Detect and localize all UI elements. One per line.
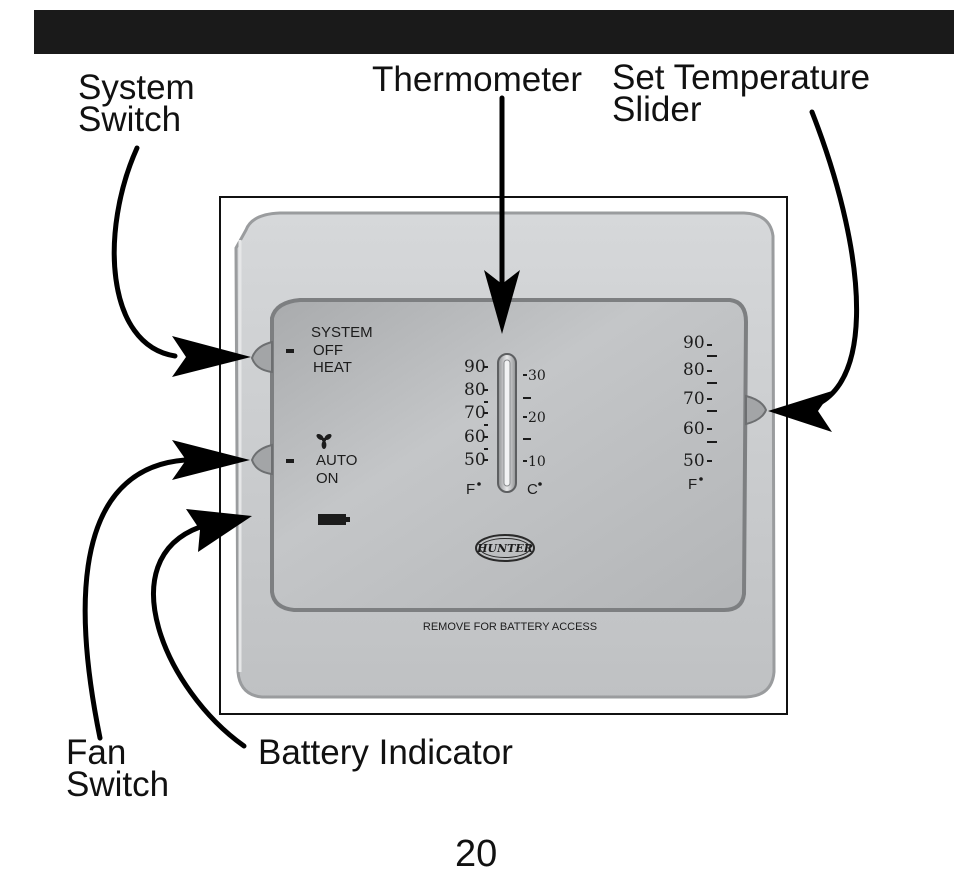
thermo-c-degree-mark [538,482,542,486]
thermo-f-tick-label: 60 [464,427,486,447]
fan-switch-arrow [82,457,188,741]
system-switch-knob[interactable] [250,340,273,374]
thermo-c-tick [523,397,531,399]
slider-tick [707,441,717,443]
slider-unit: F [688,476,697,493]
thermometer-celsius-scale: 30 20 10 C [523,368,546,498]
system-switch-arrowhead [172,336,251,377]
fan-switch-arrowhead [172,440,250,480]
thermo-f-tick [484,459,488,461]
thermo-f-tick [484,401,488,403]
fan-switch-knob[interactable] [250,443,273,476]
thermo-f-unit: F [466,481,475,498]
system-switch-arrow [111,145,178,359]
thermo-f-tick-label: 70 [464,403,486,423]
slider-tick [707,382,717,384]
slider-tick-label: 70 [683,389,705,409]
set-temperature-slider-arrow [787,109,859,413]
thermometer-fahrenheit-scale: 90 80 70 60 50 F [464,357,488,498]
battery-indicator-arrowhead [186,509,252,552]
set-temperature-slider-knob[interactable] [745,394,768,426]
slider-tick [707,460,712,462]
thermo-c-tick-label: 10 [528,454,546,470]
thermo-f-tick [484,448,488,450]
fan-switch-callout: Fan Switch [66,733,170,804]
thermo-c-tick [523,460,527,462]
system-switch-callout: System Switch [78,68,195,139]
thermo-c-tick [523,438,531,440]
thermo-c-tick [523,374,527,376]
slider-arrowhead [768,391,832,432]
slider-tick [707,370,712,372]
system-switch-callout-line2: Switch [78,100,182,139]
hunter-logo: HUNTER [475,534,535,562]
thermo-f-tick [484,412,488,414]
slider-callout-line2: Slider [612,90,702,129]
system-option-off: OFF [313,342,343,359]
thermo-f-tick-label: 50 [464,450,486,470]
battery-access-text: REMOVE FOR BATTERY ACCESS [423,621,597,633]
battery-indicator-callout: Battery Indicator [258,733,513,772]
fan-switch-callout-line2: Switch [66,765,170,804]
slider-tick [707,355,717,357]
callout-arrowheads [172,270,832,552]
slider-tick-label: 90 [683,333,705,353]
set-temperature-slider-callout: Set Temperature Slider [612,58,871,129]
system-switch-position-mark [286,349,294,353]
thermo-f-tick-label: 80 [464,380,486,400]
thermometer-bore [503,359,511,487]
thermo-c-tick-label: 20 [528,410,546,426]
fan-icon [316,433,332,449]
thermo-c-tick-label: 30 [528,368,546,384]
thermo-f-tick [484,424,488,426]
slider-tick-label: 80 [683,360,705,380]
thermo-c-tick [523,416,527,418]
thermo-f-tick-label: 90 [464,357,486,377]
thermometer-arrowhead [484,270,520,334]
slider-tick [707,410,717,412]
page-number: 20 [455,833,498,875]
slider-tick-label: 50 [683,451,705,471]
thermometer-callout: Thermometer [372,60,583,99]
fan-switch-position-mark [286,459,294,463]
thermo-f-degree-mark [477,482,481,486]
brand-text: HUNTER [476,542,533,555]
thermo-f-tick [484,436,488,438]
system-label: SYSTEM [311,324,373,341]
slider-tick [707,428,712,430]
slider-tick-label: 60 [683,419,705,439]
header-bar [34,10,954,54]
fan-switch-callout-line1: Fan [66,733,127,772]
slider-callout-line1: Set Temperature [612,58,871,97]
thermo-f-tick [484,366,488,368]
battery-icon [318,514,350,525]
slider-degree-mark [699,477,703,481]
thermo-c-unit: C [527,481,538,498]
system-option-heat: HEAT [313,359,352,376]
fan-option-on: ON [316,470,339,487]
battery-indicator-arrow [151,524,247,749]
fan-option-auto: AUTO [316,452,357,469]
slider-tick [707,398,712,400]
slider-tick [707,344,712,346]
system-switch-callout-line1: System [78,68,195,107]
thermo-f-tick [484,389,488,391]
set-temperature-scale: 90 80 70 60 50 F [683,333,717,493]
